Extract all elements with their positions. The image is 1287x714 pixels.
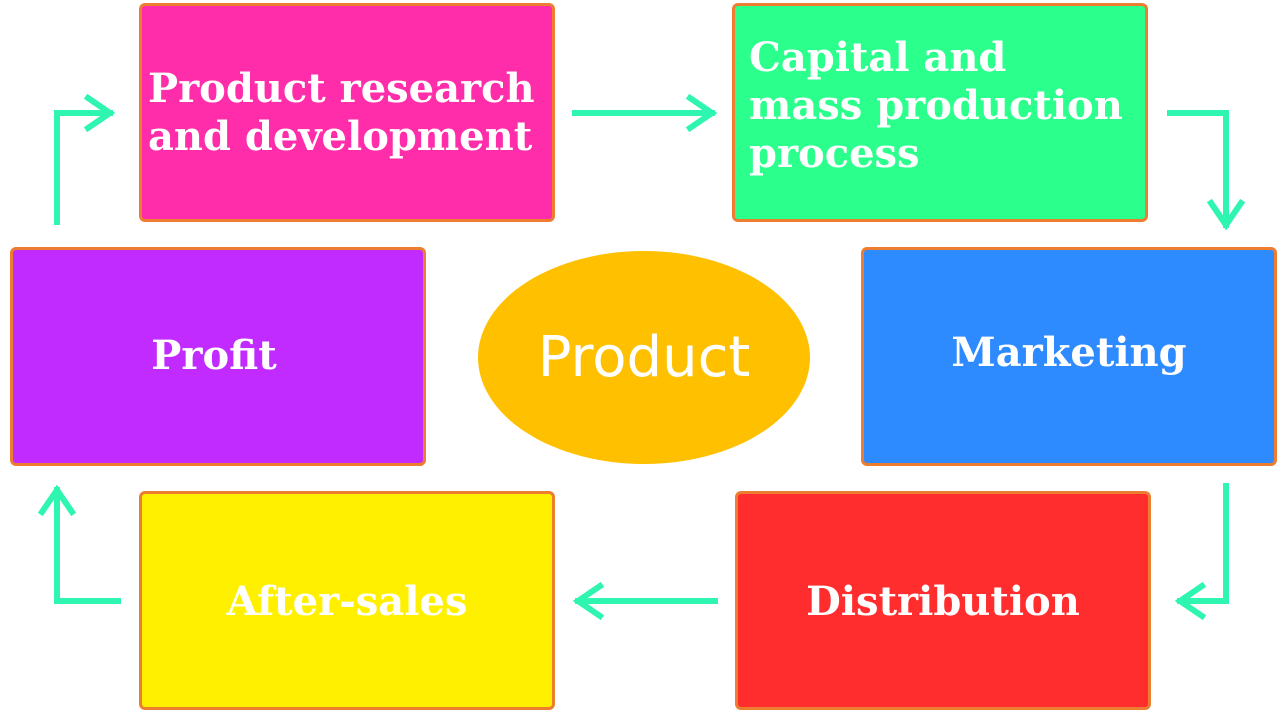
arrow-distribution-to-aftersales <box>572 581 718 621</box>
node-product-research-and-development: Product research and development <box>139 3 555 222</box>
arrow-aftersales-to-profit <box>37 484 121 604</box>
node-marketing: Marketing <box>861 247 1277 466</box>
arrow-profit-to-rd <box>54 93 116 225</box>
node-distribution: Distribution <box>735 491 1151 710</box>
node-after-sales: After-sales <box>139 491 555 710</box>
arrow-marketing-to-distribution <box>1174 483 1229 621</box>
center-product-ellipse: Product <box>478 251 810 464</box>
node-capital-and-mass-production: Capital and mass production process <box>732 3 1148 222</box>
node-profit: Profit <box>10 247 426 466</box>
arrow-capital-to-marketing <box>1167 110 1246 231</box>
arrow-rd-to-capital <box>572 93 718 133</box>
